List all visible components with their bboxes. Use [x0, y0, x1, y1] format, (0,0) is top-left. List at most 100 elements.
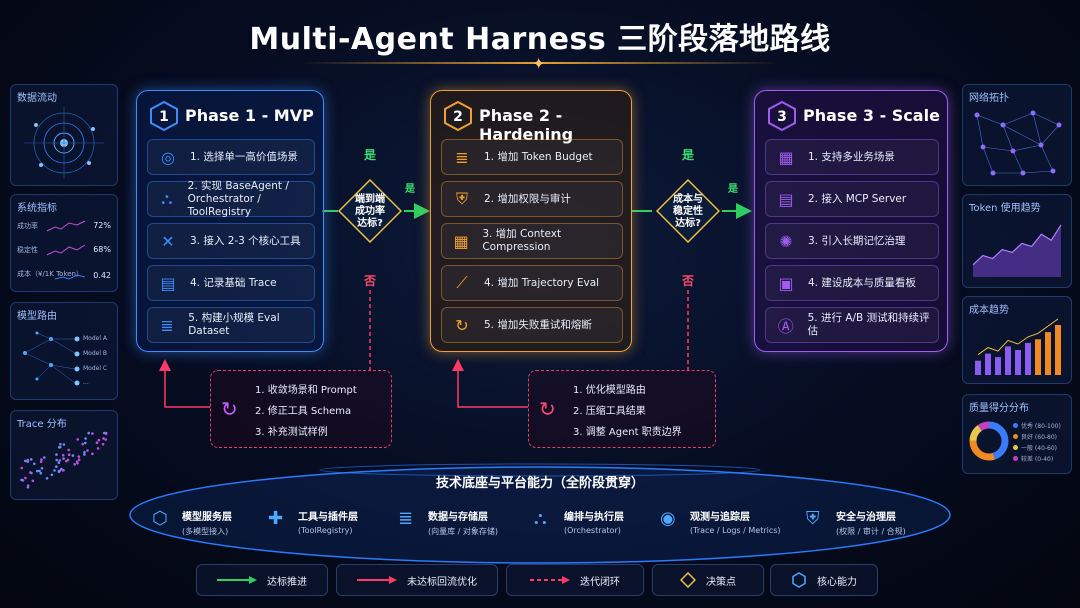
svg-text:1: 1 [159, 109, 169, 125]
trace-point [57, 470, 61, 473]
server-icon: ▤ [778, 189, 794, 209]
trace-point [75, 460, 79, 463]
phase-item-text: 4. 记录基础 Trace [190, 276, 277, 289]
legend-label: 决策点 [706, 576, 736, 588]
retry-icon: ↻ [455, 315, 469, 335]
layer-desc: (Orchestrator) [564, 526, 621, 535]
cost-bar [1005, 346, 1011, 375]
yes-label: 是 [682, 148, 695, 162]
phase-item: ◎1. 选择单一高价值场景 [147, 139, 315, 175]
hexagon-icon [792, 572, 806, 588]
trace-point [55, 453, 58, 456]
trace-point [62, 443, 66, 446]
trace-point [83, 451, 86, 454]
trace-point [76, 438, 80, 441]
legend-dot [1013, 445, 1018, 450]
phase-item: ▤4. 记录基础 Trace [147, 265, 315, 301]
trace-point [55, 465, 58, 468]
model-routing-widget: 模型路由 Model A Model B Model C ... [10, 302, 118, 400]
tools-icon: ✕ [161, 231, 175, 251]
loop-item: 2. 修正工具 Schema [255, 406, 352, 417]
trace-point [26, 484, 30, 487]
phase-item-text: 5. 增加失败重试和熔断 [484, 318, 592, 331]
layer-desc: (Trace / Logs / Metrics) [690, 526, 781, 535]
dashed-arrow-icon [530, 576, 570, 584]
storage-icon: ≣ [398, 508, 414, 529]
yes-label: 是 [728, 184, 738, 195]
loop-item: 2. 压缩工具结果 [573, 406, 646, 417]
trace-point [39, 471, 43, 475]
trace-point [67, 448, 70, 452]
nodes-icon: ⛬ [161, 189, 173, 208]
cost-bar [1025, 342, 1031, 375]
phase-item-text: 4. 增加 Trajectory Eval [484, 276, 600, 289]
retry-icon: ↻ [539, 397, 556, 421]
layer-name: 模型服务层 [182, 512, 232, 523]
cost-trend-widget: 成本趋势 [962, 296, 1072, 384]
decision-1: 端到端 成功率 达标? [337, 178, 403, 244]
security-icon: ⛨ [806, 508, 820, 529]
trace-point [65, 459, 68, 463]
red-arrow-icon [357, 576, 397, 584]
trace-point [87, 431, 90, 435]
phase-item-text: 1. 支持多业务场景 [808, 150, 895, 163]
layer-name: 安全与治理层 [836, 512, 896, 523]
layer-desc: (权限 / 审计 / 合规) [836, 527, 906, 536]
platform-layer: ◉观测与追踪层(Trace / Logs / Metrics) [660, 508, 781, 535]
widget-title: 数据流动 [17, 93, 57, 104]
phase-item-text: 5. 构建小规模 Eval Dataset [188, 312, 280, 337]
green-arrow-icon [217, 576, 257, 584]
platform-layer: ⬡模型服务层(多模型接入) [152, 508, 232, 537]
trace-point [55, 458, 58, 462]
no-label: 否 [364, 274, 377, 288]
phase-item: ⛨2. 增加权限与审计 [441, 181, 623, 217]
routing-graph [23, 331, 80, 386]
decision-line: 成本与 [673, 194, 703, 205]
phase-title: Phase 2 - Hardening [479, 106, 574, 144]
legend-item: 迭代闭环 [506, 564, 644, 596]
trend-icon: ⟋ [456, 273, 468, 292]
legend-text: 良好 (60-80) [1021, 434, 1058, 441]
phase-item-text: 2. 接入 MCP Server [808, 192, 907, 205]
legend-label: 未达标回流优化 [407, 576, 477, 588]
dashboard-icon: ▣ [778, 273, 794, 293]
metrics-sparklines [46, 220, 86, 280]
trace-point [20, 466, 23, 470]
trace-point [36, 469, 39, 473]
widget-title: Trace 分布 [17, 419, 67, 430]
trace-point [39, 460, 43, 463]
compress-icon: ▦ [453, 231, 469, 251]
cost-bar [985, 353, 991, 375]
phase-item: ▣4. 建设成本与质量看板 [765, 265, 939, 301]
legend-text: 优秀 (80-100) [1021, 423, 1061, 430]
optimization-loop-2: ↻ 1. 优化模型路由 2. 压缩工具结果 3. 调整 Agent 职责边界 [528, 370, 716, 448]
trace-point [91, 432, 94, 435]
decision-2: 成本与 稳定性 达标? [655, 178, 721, 244]
trace-point [77, 455, 81, 458]
yes-label: 是 [364, 148, 377, 162]
decision-line: 成功率 [355, 206, 385, 217]
widget-title: 系统指标 [17, 203, 57, 214]
trace-point [50, 473, 54, 477]
platform-layer: ⛨ 安全与治理层 (权限 / 审计 / 合规) [806, 508, 906, 537]
trace-point [26, 458, 30, 462]
trace-point [40, 467, 44, 470]
system-metrics-widget: 系统指标 成功率 72% 稳定性 68% 成本（¥/1K Token） 0.42 [10, 194, 118, 292]
model-label: Model B [83, 350, 108, 357]
loop-item: 1. 优化模型路由 [573, 385, 646, 396]
phase-item: ▤ 2. 接入 MCP Server [765, 181, 939, 217]
layer-name: 工具与插件层 [298, 512, 358, 523]
quality-distribution-widget: 质量得分分布 优秀 (80-100)良好 (60-80)一般 (40-60)较差… [962, 394, 1072, 474]
eye-icon: ◉ [660, 508, 676, 529]
decision-line: 端到端 [355, 194, 385, 205]
orchestration-icon: ⛬ [534, 508, 547, 529]
phase-item-text: 1. 增加 Token Budget [484, 150, 593, 163]
trace-point [61, 468, 65, 472]
widget-title: Token 使用趋势 [969, 203, 1041, 214]
widget-title: 质量得分分布 [969, 403, 1029, 414]
trace-point [20, 478, 23, 482]
token-line [972, 224, 1062, 266]
